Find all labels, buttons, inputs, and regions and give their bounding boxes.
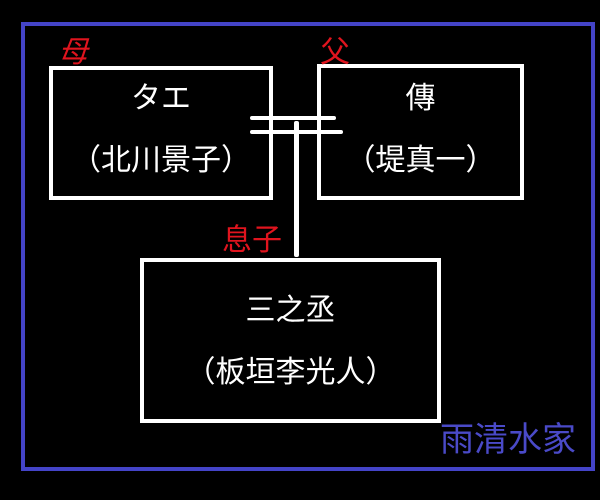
son-name: 三之丞 [245, 293, 336, 328]
mother-actor: （北川景子） [71, 143, 251, 178]
mother-box: タエ （北川景子） [49, 66, 273, 200]
mother-name: タエ [131, 81, 191, 116]
father-actor: （堤真一） [345, 143, 496, 178]
father-box: 傳 （堤真一） [317, 64, 524, 200]
son-actor: （板垣李光人） [185, 355, 396, 390]
father-name: 傳 [405, 81, 436, 116]
family-frame [21, 22, 595, 471]
marriage-line-top [250, 116, 336, 120]
watermark-family-name: 雨清水家 [440, 420, 576, 460]
mother-role: 母 [58, 35, 88, 70]
father-role: 父 [320, 35, 350, 70]
descent-line [294, 121, 299, 257]
son-role: 息子 [222, 223, 282, 258]
son-box: 三之丞 （板垣李光人） [140, 258, 441, 423]
